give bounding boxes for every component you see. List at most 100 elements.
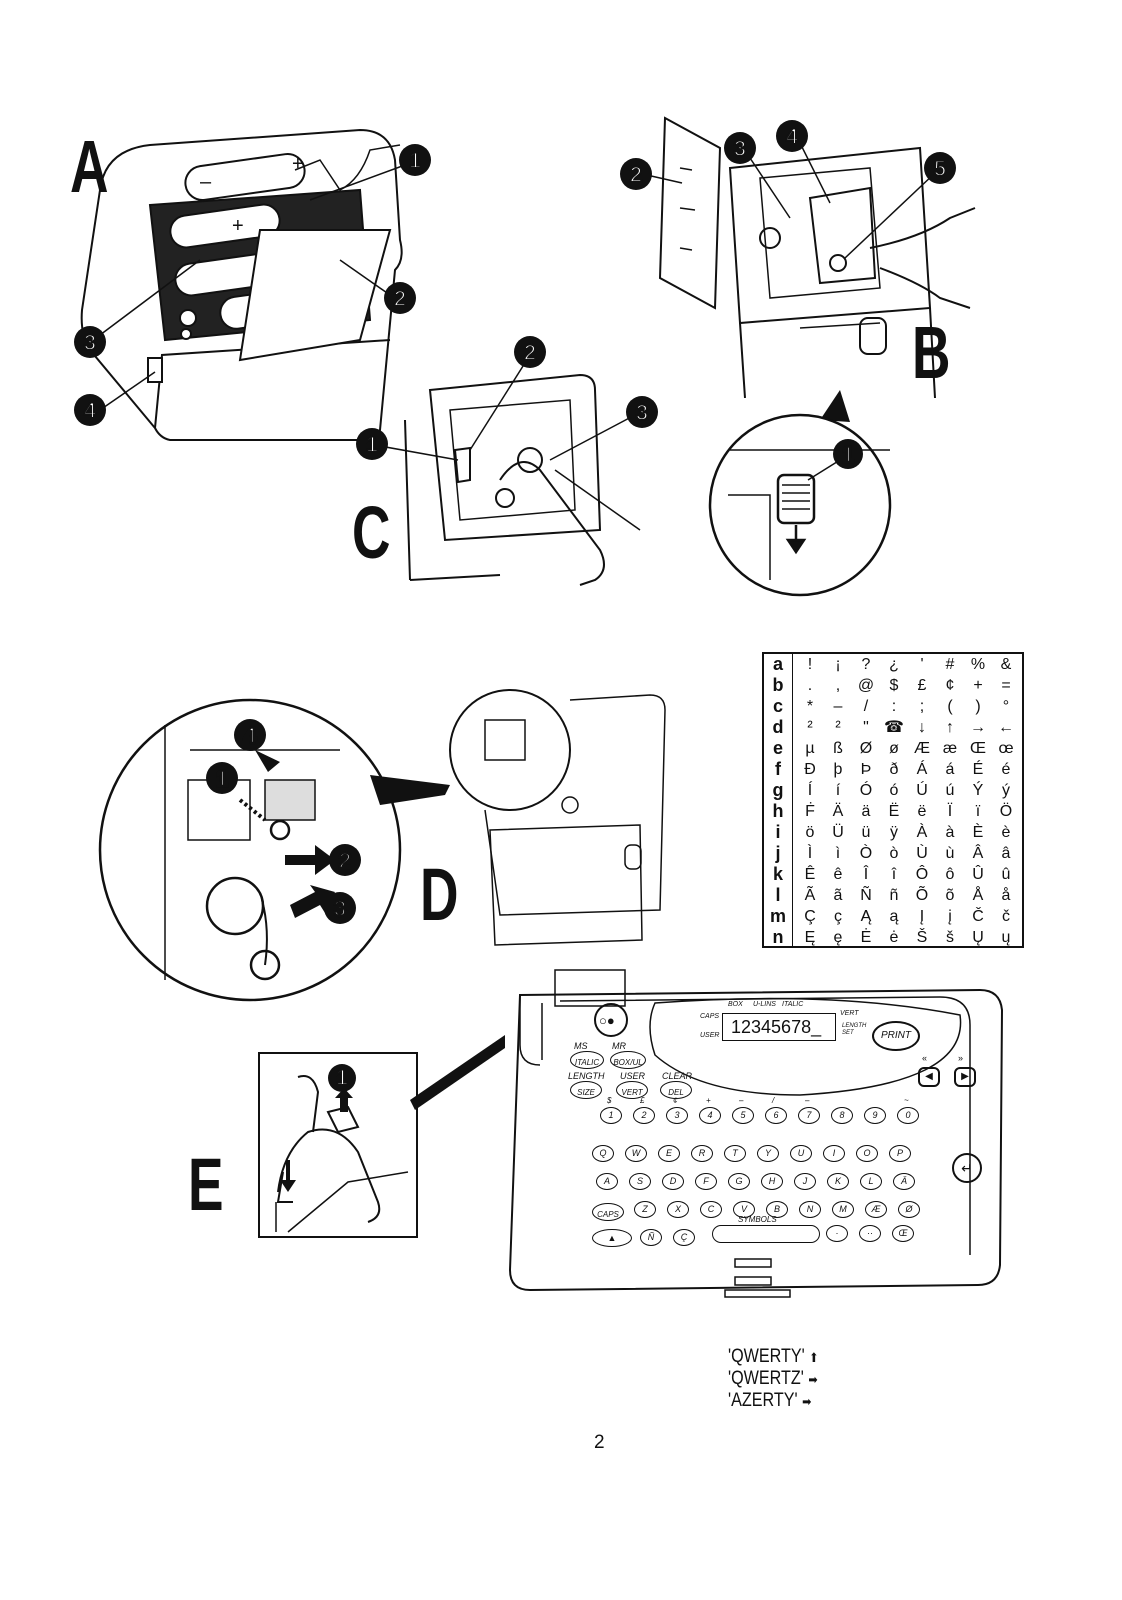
letter-key[interactable]: S xyxy=(629,1173,651,1190)
letter-key[interactable]: T xyxy=(724,1145,746,1162)
symbol-cell: é xyxy=(1001,761,1011,778)
number-key[interactable]: 8 xyxy=(831,1107,853,1124)
box-ul-key[interactable]: BOX/UL xyxy=(610,1051,646,1069)
svg-text:–: – xyxy=(200,171,212,193)
number-key[interactable]: 1 xyxy=(600,1107,622,1124)
key-label: Y xyxy=(764,1148,771,1158)
letter-key[interactable]: R xyxy=(691,1145,713,1162)
symbol-cell: å xyxy=(1001,887,1011,904)
letter-key[interactable]: Ø xyxy=(898,1201,920,1218)
number-key[interactable]: 7 xyxy=(798,1107,820,1124)
letter-key[interactable]: Ñ xyxy=(640,1229,662,1246)
letter-key[interactable]: J xyxy=(794,1173,816,1190)
callout-d-1: 1 xyxy=(206,762,238,794)
number-key[interactable]: 2 xyxy=(633,1107,655,1124)
number-key[interactable]: 6 xyxy=(765,1107,787,1124)
letter-key[interactable]: F xyxy=(695,1173,717,1190)
power-button[interactable] xyxy=(594,1003,628,1037)
number-key[interactable]: 3 xyxy=(666,1107,688,1124)
letter-key[interactable]: E xyxy=(658,1145,680,1162)
letter-key[interactable]: L xyxy=(860,1173,882,1190)
key-label: R xyxy=(698,1148,706,1158)
letter-key[interactable]: U xyxy=(790,1145,812,1162)
letter-key[interactable]: X xyxy=(667,1201,689,1218)
symbol-cell: Î xyxy=(863,866,869,883)
symbol-row-key: e xyxy=(772,738,783,758)
letter-key[interactable]: I xyxy=(823,1145,845,1162)
letter-key[interactable]: B xyxy=(766,1201,788,1218)
symbol-cell: ö xyxy=(805,824,815,841)
italic-key[interactable]: ITALIC xyxy=(570,1051,604,1069)
number-key[interactable]: 5 xyxy=(732,1107,754,1124)
callout-d-4: 4 xyxy=(234,719,266,751)
letter-key[interactable]: N xyxy=(799,1201,821,1218)
key-label: M xyxy=(839,1204,847,1214)
cursor-left-button[interactable]: ◀ xyxy=(918,1067,940,1087)
letter-key[interactable]: W xyxy=(625,1145,647,1162)
symbol-row-key: l xyxy=(775,885,781,905)
symbol-row-key: j xyxy=(775,843,781,863)
letter-key[interactable]: Y xyxy=(757,1145,779,1162)
symbol-cell: ê xyxy=(833,866,843,883)
print-button[interactable]: PRINT xyxy=(872,1021,920,1051)
letter-key[interactable]: Æ xyxy=(865,1201,887,1218)
number-key[interactable]: 9 xyxy=(864,1107,886,1124)
symbol-cell: Þ xyxy=(860,761,872,778)
letter-key[interactable]: Ç xyxy=(673,1229,695,1246)
letter-key[interactable]: V xyxy=(733,1201,755,1218)
symbol-cell: Š xyxy=(916,929,928,946)
size-key[interactable]: SIZE xyxy=(570,1081,602,1099)
letter-key[interactable]: M xyxy=(832,1201,854,1218)
callout-d-2: 2 xyxy=(329,844,361,876)
callout-b-4: 4 xyxy=(776,120,808,152)
key-label: 3 xyxy=(674,1110,680,1120)
shift-key[interactable]: ▲ xyxy=(592,1229,632,1247)
panel-label-c: C xyxy=(352,491,391,574)
letter-key[interactable]: Q xyxy=(592,1145,614,1162)
symbol-cell: û xyxy=(1001,866,1011,883)
letter-key[interactable]: C xyxy=(700,1201,722,1218)
key-label: 5 xyxy=(740,1110,746,1120)
symbol-cell: Ę xyxy=(804,929,816,946)
enter-key[interactable]: ↵ xyxy=(952,1153,982,1183)
svg-text:2: 2 xyxy=(524,340,536,365)
svg-text:1: 1 xyxy=(842,442,854,467)
symbol-cell: Ä xyxy=(832,803,844,820)
number-key[interactable]: 0 xyxy=(897,1107,919,1124)
letter-key[interactable]: Ä xyxy=(893,1173,915,1190)
letter-key[interactable]: ·· xyxy=(859,1225,881,1242)
letter-key[interactable]: · xyxy=(826,1225,848,1242)
letter-key[interactable]: D xyxy=(662,1173,684,1190)
symbol-cell: Á xyxy=(916,761,928,778)
letter-key[interactable]: Œ xyxy=(892,1225,914,1242)
del-key[interactable]: DEL xyxy=(660,1081,692,1099)
symbol-row-key: g xyxy=(772,780,784,800)
letter-key[interactable]: H xyxy=(761,1173,783,1190)
letter-key[interactable]: A xyxy=(596,1173,618,1190)
space-key[interactable] xyxy=(712,1225,820,1243)
vert-key[interactable]: VERT xyxy=(616,1081,648,1099)
letter-key[interactable]: K xyxy=(827,1173,849,1190)
symbol-cell: Ý xyxy=(972,782,984,799)
symbol-row-key: n xyxy=(772,927,784,947)
symbol-cell: + xyxy=(973,677,983,694)
figure-c-insertion-illustration: 1 2 3 xyxy=(356,336,658,586)
number-key[interactable]: 4 xyxy=(699,1107,721,1124)
key-label: Œ xyxy=(898,1228,908,1238)
figure-b-cassette-illustration: 2 3 4 5 xyxy=(620,116,976,398)
letter-key[interactable]: Z xyxy=(634,1201,656,1218)
key-label: Z xyxy=(642,1204,648,1214)
caps-key[interactable]: CAPS xyxy=(592,1203,624,1221)
key-label: Ñ xyxy=(647,1232,655,1242)
key-label: J xyxy=(802,1176,808,1186)
letter-key[interactable]: O xyxy=(856,1145,878,1162)
symbol-cell: Ù xyxy=(916,845,928,862)
cursor-right-button[interactable]: ▶ xyxy=(954,1067,976,1087)
letter-key[interactable]: G xyxy=(728,1173,750,1190)
letter-key[interactable]: P xyxy=(889,1145,911,1162)
symbol-cell: Ø xyxy=(859,740,873,757)
symbol-cell: : xyxy=(891,698,897,715)
symbol-cell: . xyxy=(807,677,813,694)
symbol-row-key: b xyxy=(772,675,784,695)
